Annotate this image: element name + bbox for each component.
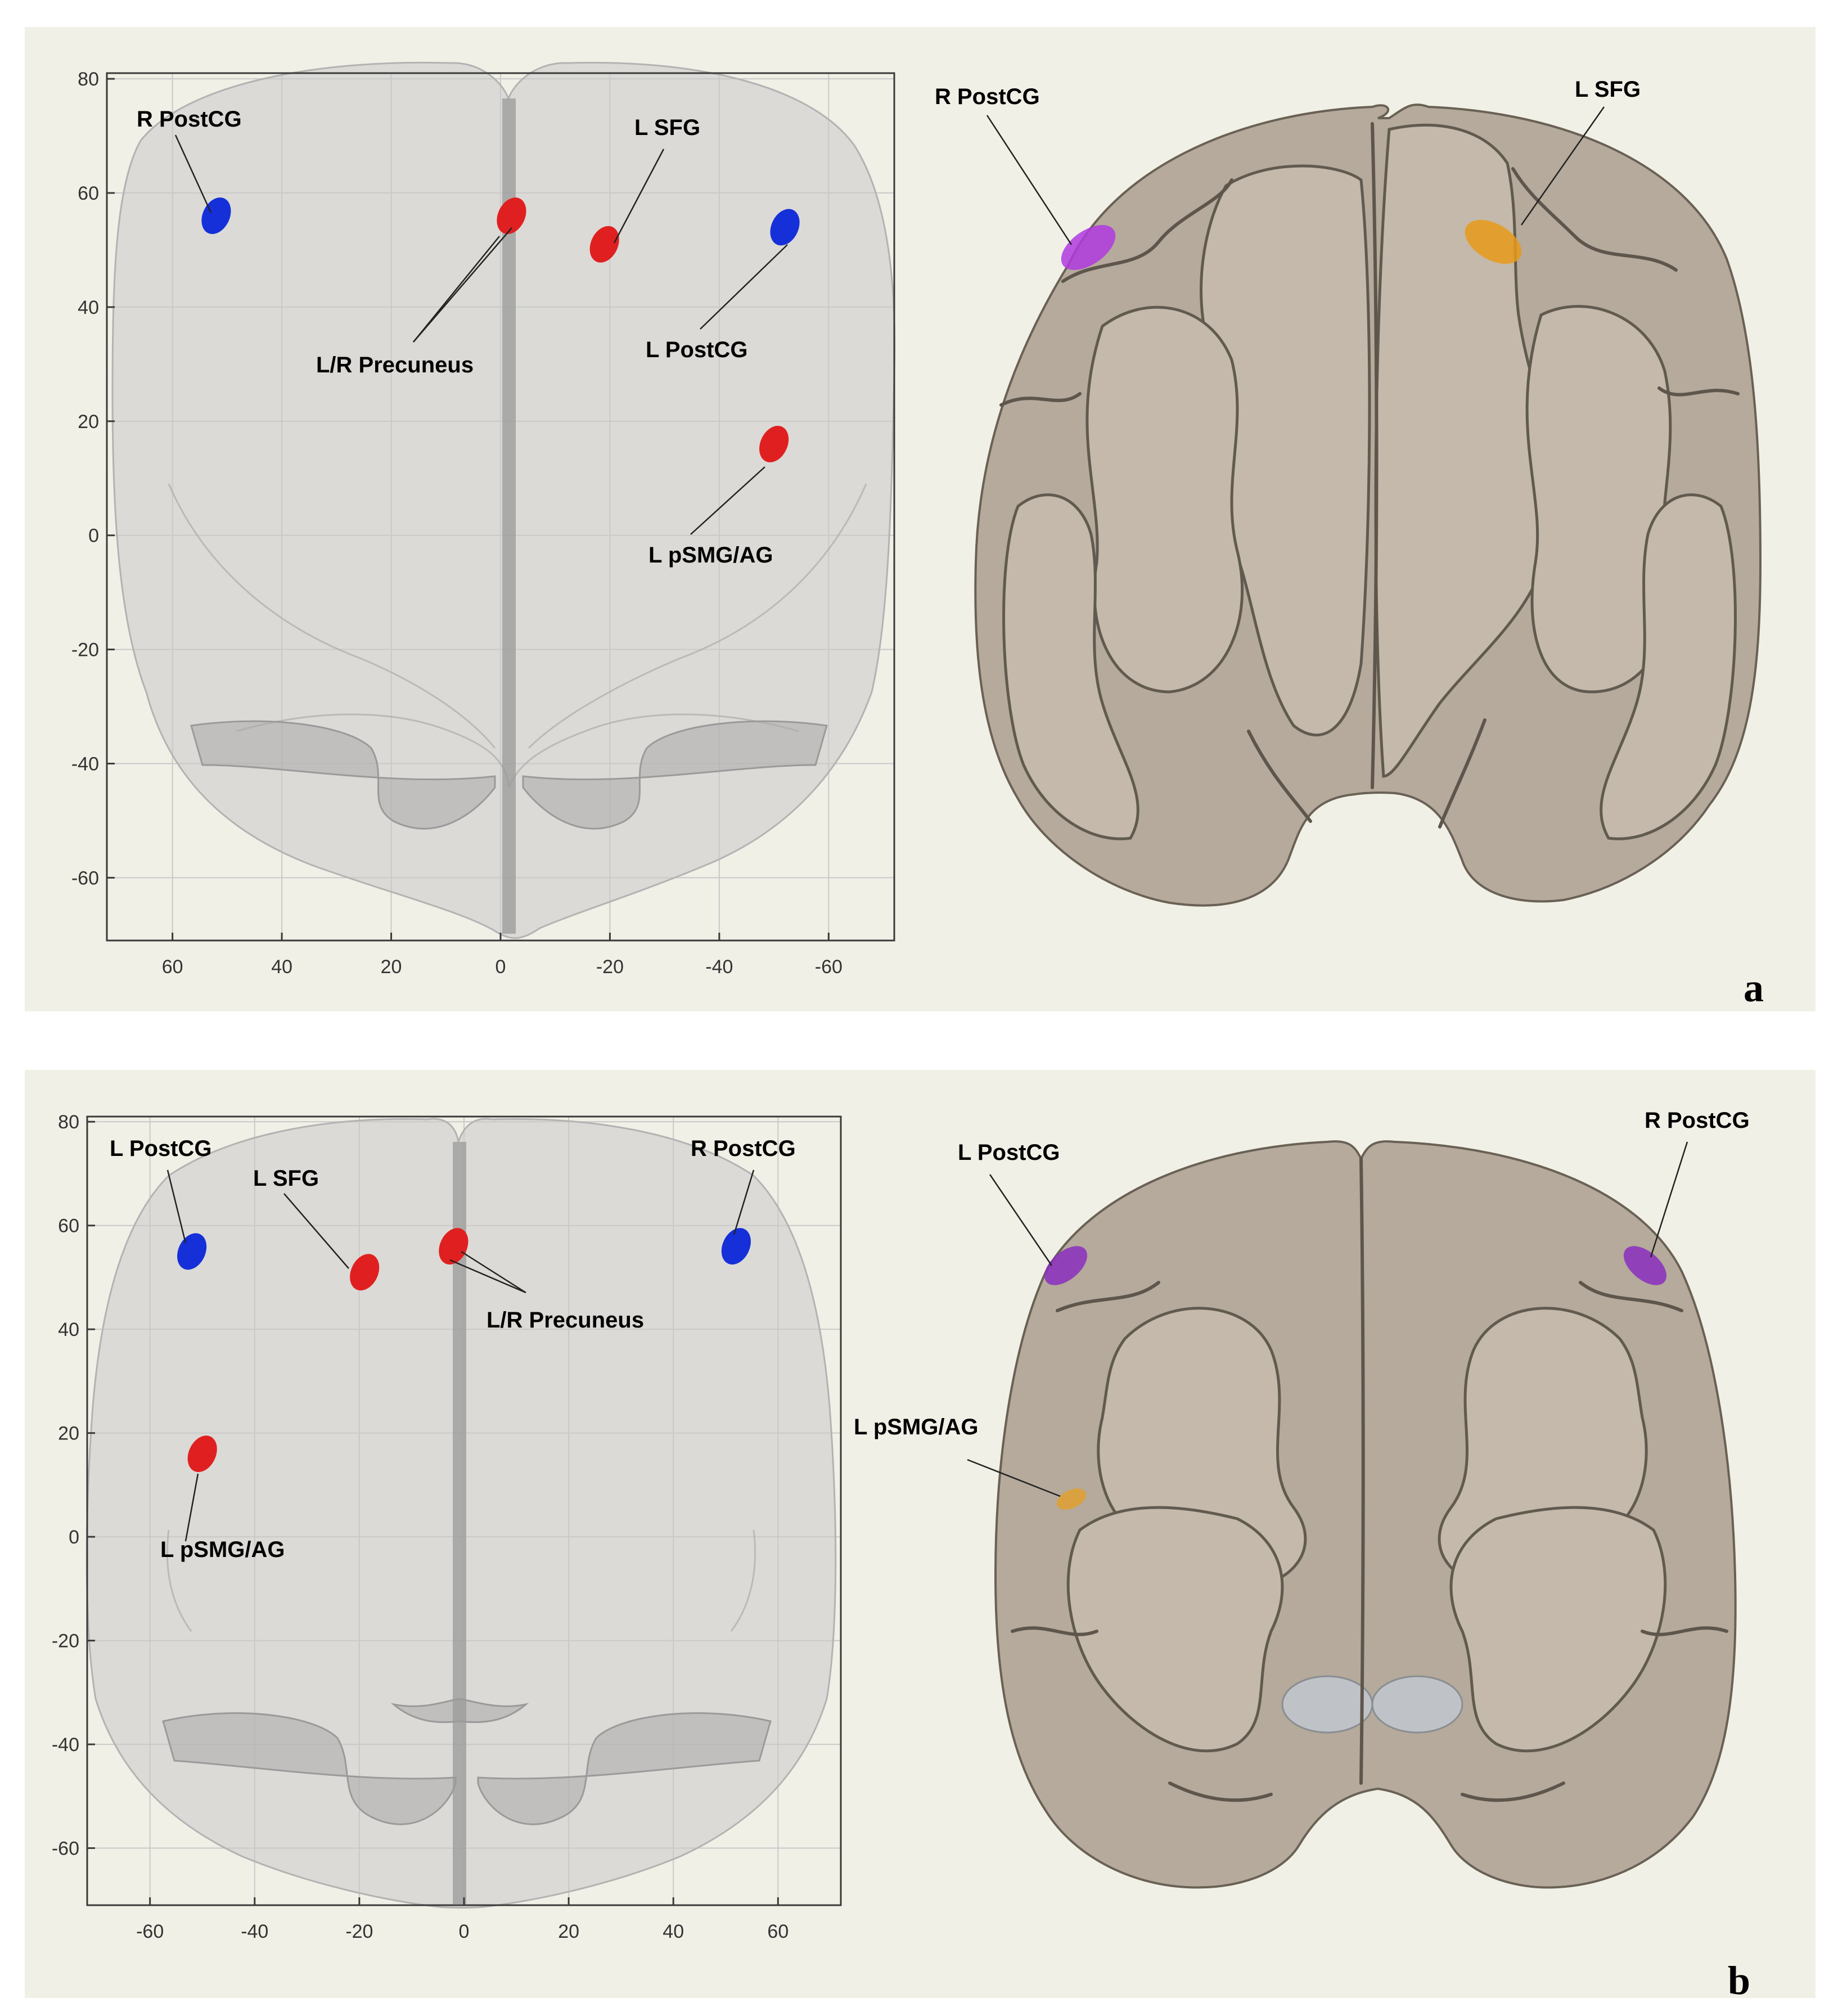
glass-brain-b — [85, 1118, 837, 1909]
leader-l-sfg-a — [613, 148, 665, 244]
y-tick-label: -60 — [71, 867, 99, 889]
label-l-sfg-b: L SFG — [253, 1166, 319, 1191]
x-tick-label: 20 — [381, 956, 402, 978]
x-tick-label: 60 — [767, 1921, 789, 1942]
surface-highlight-r-postcg — [1623, 1246, 1667, 1285]
leader-l-postcg-b — [166, 1169, 187, 1244]
y-tick-label: 0 — [69, 1527, 79, 1548]
leader-l-sfg-b — [283, 1193, 349, 1269]
x-tick-label: -40 — [241, 1921, 268, 1942]
label-l-postcg-b: L PostCG — [110, 1136, 212, 1161]
y-tick-label: 80 — [58, 1112, 79, 1133]
label-render-r-postcg-b: R PostCG — [1645, 1108, 1750, 1133]
y-tick-label: -40 — [71, 754, 99, 775]
y-tick-label: -20 — [71, 640, 99, 661]
x-tick-label: -20 — [345, 1921, 373, 1942]
panel-letter-b: b — [1728, 1958, 1750, 2003]
x-tick-label: 60 — [162, 956, 183, 978]
label-r-postcg-a: R PostCG — [137, 107, 242, 132]
leader-render-r-postcg-b — [1650, 1141, 1688, 1258]
rendered-brain-a: R PostCG L SFG — [935, 77, 1762, 907]
label-l-postcg-a: L PostCG — [646, 338, 748, 362]
x-tick-label: -40 — [705, 956, 733, 978]
y-tick-label: 80 — [78, 69, 99, 90]
y-tick-label: 40 — [58, 1319, 79, 1340]
surface-highlight-r-postcg — [1061, 225, 1116, 270]
label-render-l-postcg-b: L PostCG — [958, 1140, 1060, 1165]
rendered-brain-b: L PostCG R PostCG L pSMG/AG — [854, 1108, 1750, 1889]
activation-blob-l-sfg — [350, 1254, 380, 1291]
leader-render-l-sfg-a — [1520, 106, 1605, 226]
panel-letter-a: a — [1744, 965, 1764, 1010]
activation-blob-l-psmg-ag — [759, 425, 789, 462]
y-tick-label: -60 — [52, 1838, 79, 1860]
surface-highlight-l-postcg — [1044, 1246, 1088, 1285]
label-render-r-postcg-a: R PostCG — [935, 84, 1040, 109]
panel-a: 60 40 20 0 -20 -40 -60 80 60 40 20 0 -20 -40 -60 R Pos… — [25, 27, 1816, 1011]
y-tick-label: 40 — [78, 297, 99, 318]
axes-box-b — [86, 1115, 842, 1906]
x-tick-label: 40 — [663, 1921, 684, 1942]
leader-precuneus-1-b — [449, 1259, 526, 1294]
activation-blob-l-r-precuneus — [497, 197, 526, 235]
leader-l-psmg-b — [184, 1473, 199, 1542]
axis-ticks-a: 60 40 20 0 -20 -40 -60 80 60 40 20 0 -20 -40 -60 — [71, 69, 843, 978]
activation-blob-l-sfg — [589, 226, 619, 263]
leader-render-r-postcg-a — [986, 115, 1073, 245]
y-tick-label: 60 — [58, 1216, 79, 1237]
leader-l-psmg-a — [690, 466, 765, 535]
y-tick-label: 20 — [58, 1423, 79, 1444]
label-r-postcg-b: R PostCG — [691, 1136, 796, 1161]
leader-render-l-postcg-b — [989, 1174, 1053, 1266]
surface-highlight-l-psmg-ag — [1056, 1488, 1087, 1510]
glass-brain-a — [111, 61, 896, 939]
panel-b: -60 -40 -20 0 20 40 60 80 60 40 20 0 -20 -40 -60 L Pos… — [25, 1070, 1816, 2003]
x-tick-label: -60 — [136, 1921, 164, 1942]
leader-r-postcg-a — [174, 134, 212, 213]
leader-precuneus-2-b — [461, 1250, 526, 1294]
label-l-sfg-a: L SFG — [634, 115, 700, 140]
y-tick-label: -40 — [52, 1734, 79, 1756]
activation-blob-l-postcg — [177, 1233, 207, 1270]
axes-box-a — [106, 72, 895, 942]
label-lr-precuneus-a: L/R Precuneus — [316, 353, 474, 377]
surface-highlights-a — [1061, 219, 1522, 270]
leader-r-postcg-b — [733, 1169, 755, 1235]
x-tick-label: 20 — [558, 1921, 579, 1942]
glass-brain-plot-b: -60 -40 -20 0 20 40 60 80 60 40 20 0 -20 -40 -60 L Pos… — [52, 1112, 842, 1942]
label-l-psmg-a: L pSMG/AG — [648, 543, 773, 568]
activation-blob-r-postcg — [721, 1228, 751, 1265]
x-tick-label: -20 — [596, 956, 624, 978]
leader-render-l-psmg-b — [967, 1459, 1061, 1497]
activation-blobs-a — [201, 197, 800, 462]
label-render-l-sfg-a: L SFG — [1575, 77, 1641, 102]
x-tick-label: -60 — [815, 956, 843, 978]
label-l-psmg-b: L pSMG/AG — [160, 1537, 285, 1562]
axis-ticks-b: -60 -40 -20 0 20 40 60 80 60 40 20 0 -20 -40 -60 — [52, 1112, 789, 1942]
x-tick-label: 0 — [495, 956, 506, 978]
y-tick-label: 0 — [88, 525, 99, 547]
leader-l-postcg-a — [700, 244, 788, 330]
x-tick-label: 40 — [271, 956, 292, 978]
y-tick-label: 20 — [78, 411, 99, 433]
y-tick-label: -20 — [52, 1631, 79, 1652]
activation-blob-l-psmg-ag — [187, 1436, 217, 1472]
activation-blob-l-r-precuneus — [439, 1228, 468, 1265]
surface-highlights-b — [1044, 1246, 1667, 1510]
x-tick-label: 0 — [459, 1921, 470, 1942]
surface-highlight-l-sfg — [1465, 219, 1522, 264]
glass-brain-plot-a: 60 40 20 0 -20 -40 -60 80 60 40 20 0 -20 -40 -60 R Pos… — [71, 61, 896, 978]
activation-blob-l-postcg — [770, 209, 800, 246]
label-lr-precuneus-b: L/R Precuneus — [486, 1308, 644, 1333]
y-tick-label: 60 — [78, 183, 99, 204]
leader-precuneus-2-a — [413, 227, 512, 343]
activation-blobs-b — [177, 1228, 751, 1472]
label-render-l-psmg-b: L pSMG/AG — [854, 1415, 978, 1439]
